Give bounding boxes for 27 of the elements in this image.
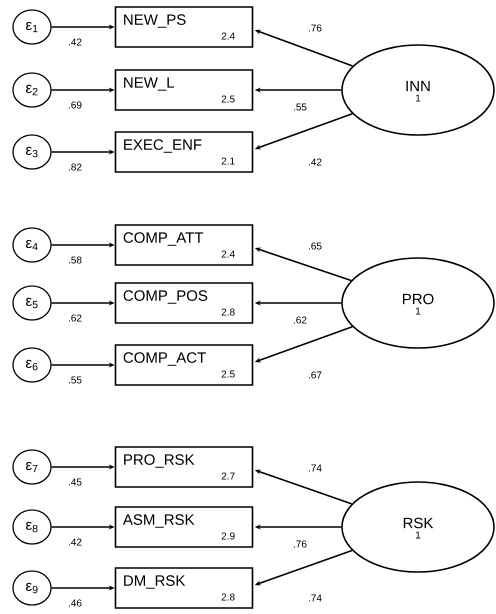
edge-label: .55	[292, 102, 308, 112]
variable-box: COMP_ACT 2.5	[114, 344, 254, 386]
variable-box: NEW_L 2.5	[114, 69, 254, 111]
edge-label: .74	[307, 464, 323, 472]
edge-label: .74	[307, 594, 323, 602]
variable-box: DM_RSK 2.8	[114, 567, 254, 609]
edge-label: .42	[67, 38, 83, 46]
edge-label: .62	[67, 313, 83, 323]
edge-label: .58	[67, 255, 83, 265]
edge-label: .76	[307, 23, 323, 33]
edge-label: .62	[292, 315, 308, 325]
edge-label: .76	[292, 539, 308, 549]
edge-label: .67	[307, 370, 323, 380]
variable-box: PRO_RSK 2.7	[114, 446, 254, 488]
edge-label: .82	[67, 162, 83, 172]
edge-label: .69	[67, 100, 83, 110]
variable-box: COMP_ATT 2.4	[114, 224, 254, 266]
variable-box: COMP_POS 2.8	[114, 282, 254, 324]
edge-label: .65	[307, 241, 323, 251]
edge-label: .42	[307, 158, 323, 166]
edge-label: .42	[67, 538, 83, 546]
edge-label: .45	[67, 478, 83, 486]
variable-box: NEW_PS 2.4	[114, 6, 254, 48]
variable-box: ASM_RSK 2.9	[114, 506, 254, 548]
variable-box: EXEC_ENF 2.1	[114, 131, 254, 173]
edge-label: .55	[67, 376, 83, 384]
edge-label: .46	[67, 598, 83, 608]
